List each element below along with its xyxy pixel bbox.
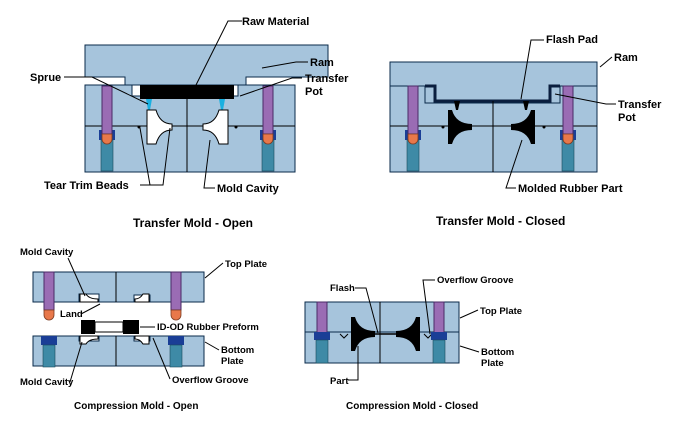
top-plate — [32, 271, 205, 303]
label-bottom-plate: Bottom — [481, 347, 514, 358]
label-raw-material: Raw Material — [242, 16, 309, 28]
raw-material — [140, 85, 234, 99]
label-ram: Ram — [614, 52, 638, 64]
transfer-pot-block — [84, 84, 296, 173]
mold-cavity — [202, 109, 229, 145]
label-overflow-groove: Overflow Groove — [172, 375, 249, 386]
label-bottom-plate: Bottom — [221, 345, 254, 356]
label-sprue: Sprue — [30, 72, 61, 84]
label-transfer-pot: Transfer — [305, 73, 349, 85]
label-transfer-pot: Pot — [305, 86, 323, 98]
label-ram: Ram — [310, 57, 334, 69]
label-transfer-pot: Pot — [618, 112, 636, 124]
label-land: Land — [60, 309, 83, 320]
label-bottom-plate: Plate — [481, 358, 504, 369]
rubber-preform — [123, 320, 139, 334]
label-mold-cavity-top: Mold Cavity — [20, 247, 74, 258]
caption-compression-open: Compression Mold - Open — [74, 401, 198, 412]
caption-transfer-open: Transfer Mold - Open — [133, 216, 253, 230]
label-part: Part — [330, 376, 349, 387]
label-top-plate: Top Plate — [480, 306, 522, 317]
label-preform: ID-OD Rubber Preform — [157, 322, 259, 333]
label-mold-cavity: Mold Cavity — [217, 183, 280, 195]
transfer-mold-closed: Flash Pad Ram Transfer Pot Molded Rubber… — [389, 34, 662, 228]
transfer-mold-open: Raw Material Ram Transfer Pot Sprue Tear… — [30, 16, 349, 230]
label-overflow-groove: Overflow Groove — [437, 275, 514, 286]
rubber-preform — [81, 320, 95, 334]
label-molded-rubber-part: Molded Rubber Part — [518, 183, 623, 195]
compression-mold-open: Mold Cavity Top Plate Land ID-OD Rubber … — [20, 247, 267, 412]
label-top-plate: Top Plate — [225, 259, 267, 270]
sprue — [219, 99, 225, 110]
ram — [84, 44, 329, 91]
caption-compression-closed: Compression Mold - Closed — [346, 401, 478, 412]
label-flash-pad: Flash Pad — [546, 34, 598, 46]
top-plate — [304, 301, 460, 333]
label-bottom-plate: Plate — [221, 356, 244, 367]
mold-cavity — [146, 109, 173, 145]
caption-transfer-closed: Transfer Mold - Closed — [436, 214, 565, 228]
label-tear-trim-beads: Tear Trim Beads — [44, 180, 129, 192]
label-mold-cavity-bottom: Mold Cavity — [20, 377, 74, 388]
compression-mold-closed: Flash Overflow Groove Top Plate Bottom P… — [304, 275, 522, 412]
label-transfer-pot: Transfer — [618, 99, 662, 111]
label-flash: Flash — [330, 283, 355, 294]
sprue — [146, 99, 152, 110]
